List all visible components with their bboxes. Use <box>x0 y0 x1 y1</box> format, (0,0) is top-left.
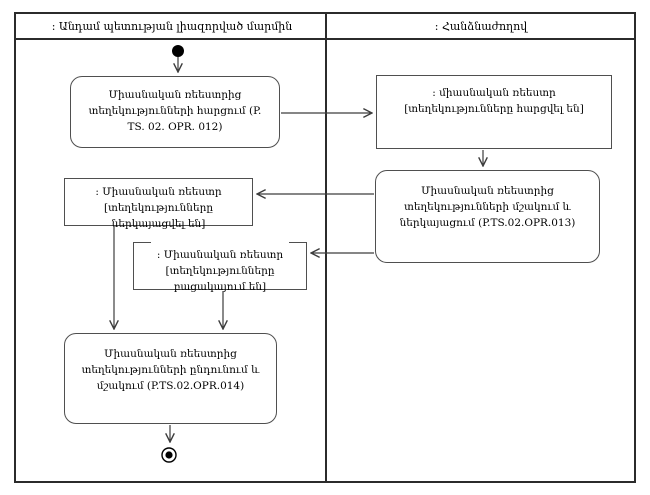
object-node-register-presented: : Միասնական ռեեստր [տեղեկությունները ներ… <box>64 178 253 230</box>
object-node-register-queried: : միասնական ռեեստր [տեղեկությունները հար… <box>376 75 612 149</box>
object-node-state: [տեղեկությունները բացակայում են] <box>165 264 275 293</box>
object-node-title: : Միասնական ռեեստր <box>156 249 284 261</box>
lane-title-commission: : Հանձնաժողով <box>434 19 528 33</box>
action-node-label: Միասնական ռեեստրից տեղեկությունների մշակ… <box>399 185 576 229</box>
swimlane-divider <box>325 12 327 483</box>
object-node-title: : միասնական ռեեստր <box>432 87 556 99</box>
lane-title-authorized-body: : Անդամ պետության լիազորված մարմին <box>51 19 293 33</box>
object-node-title: : Միասնական ռեեստր <box>95 186 222 198</box>
object-node-state: [տեղեկությունները հարցվել են] <box>404 102 584 115</box>
object-node-state: [տեղեկությունները ներկայացվել են] <box>103 201 214 230</box>
action-node-label: Միասնական ռեեստրից տեղեկությունների հարց… <box>88 89 262 133</box>
action-node-label: Միասնական ռեեստրից տեղեկությունների ընդո… <box>81 348 260 392</box>
action-node-process-and-present: Միասնական ռեեստրից տեղեկությունների մշակ… <box>375 170 600 263</box>
action-node-query-unified-register: Միասնական ռեեստրից տեղեկությունների հարց… <box>70 76 280 148</box>
object-node-register-missing: : Միասնական ռեեստր [տեղեկությունները բաց… <box>133 242 307 293</box>
action-node-receive-and-process: Միասնական ռեեստրից տեղեկությունների ընդո… <box>64 333 277 424</box>
